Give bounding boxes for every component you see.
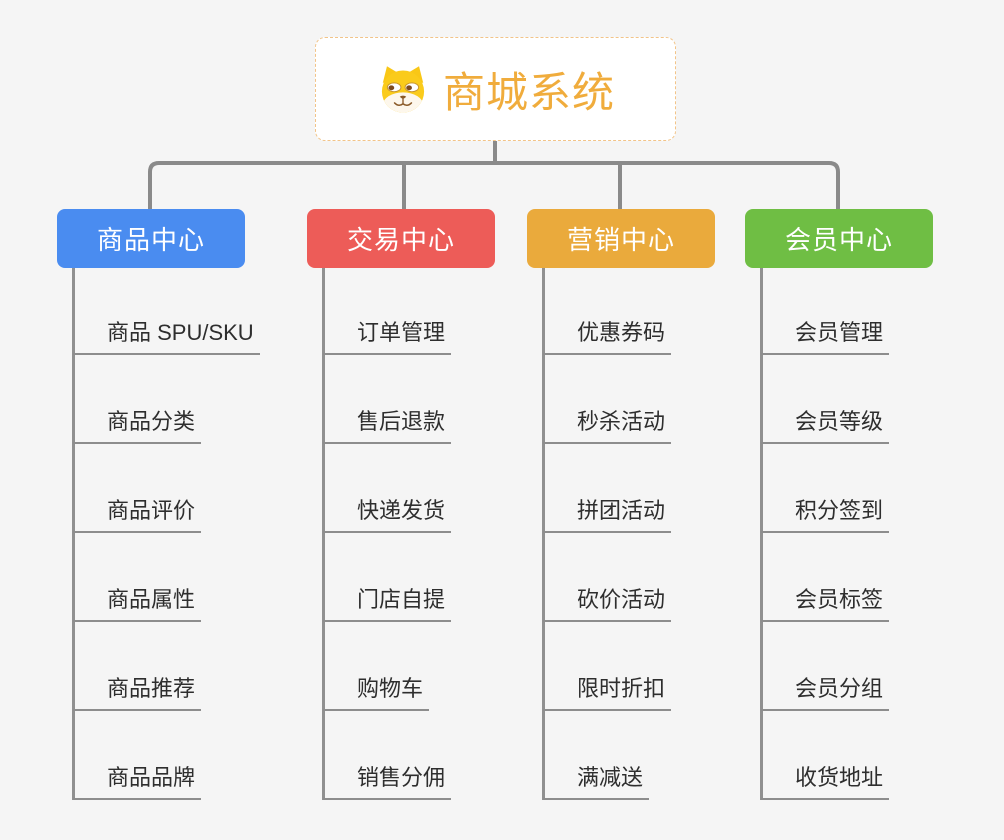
mindmap-item[interactable]: 砍价活动	[543, 533, 672, 622]
branch-spine-line	[542, 268, 545, 800]
mindmap-item[interactable]: 秒杀活动	[543, 355, 672, 444]
branch-items-marketing-center: 优惠券码秒杀活动拼团活动砍价活动限时折扣满减送	[543, 266, 672, 800]
mindmap-item[interactable]: 销售分佣	[323, 711, 452, 800]
mindmap-item[interactable]: 商品属性	[73, 533, 202, 622]
mindmap-item[interactable]: 优惠券码	[543, 266, 672, 355]
mindmap-item[interactable]: 商品分类	[73, 355, 202, 444]
mindmap-item[interactable]: 商品评价	[73, 444, 202, 533]
branch-spine-line	[72, 268, 75, 800]
mindmap-item[interactable]: 会员等级	[761, 355, 890, 444]
branch-marketing-center: 营销中心优惠券码秒杀活动拼团活动砍价活动限时折扣满减送	[527, 209, 715, 800]
branch-trade-center: 交易中心订单管理售后退款快递发货门店自提购物车销售分佣	[307, 209, 495, 800]
branch-member-center: 会员中心会员管理会员等级积分签到会员标签会员分组收货地址	[745, 209, 933, 800]
branch-box-marketing-center[interactable]: 营销中心	[527, 209, 715, 268]
mindmap-item[interactable]: 会员标签	[761, 533, 890, 622]
mindmap-item[interactable]: 售后退款	[323, 355, 452, 444]
branch-spine-line	[760, 268, 763, 800]
branch-box-trade-center[interactable]: 交易中心	[307, 209, 495, 268]
dog-face-icon	[376, 63, 430, 115]
branch-rail-line	[148, 161, 840, 209]
root-title: 商城系统	[442, 68, 615, 116]
branch-spine-line	[322, 268, 325, 800]
mindmap-item[interactable]: 商品品牌	[73, 711, 202, 800]
mindmap-item[interactable]: 收货地址	[761, 711, 890, 800]
mindmap-item[interactable]: 购物车	[323, 622, 430, 711]
mindmap-item[interactable]: 商品推荐	[73, 622, 202, 711]
mindmap-item[interactable]: 积分签到	[761, 444, 890, 533]
mindmap-item[interactable]: 满减送	[543, 711, 650, 800]
mindmap-item[interactable]: 快递发货	[323, 444, 452, 533]
branch-items-member-center: 会员管理会员等级积分签到会员标签会员分组收货地址	[761, 266, 890, 800]
mindmap-item[interactable]: 拼团活动	[543, 444, 672, 533]
mindmap-item[interactable]: 会员管理	[761, 266, 890, 355]
root-node[interactable]: 商城系统	[315, 37, 676, 141]
mindmap-item[interactable]: 商品 SPU/SKU	[73, 266, 260, 355]
branch-box-member-center[interactable]: 会员中心	[745, 209, 933, 268]
mindmap-item[interactable]: 门店自提	[323, 533, 452, 622]
mindmap-item[interactable]: 限时折扣	[543, 622, 672, 711]
branch-box-product-center[interactable]: 商品中心	[57, 209, 245, 268]
mindmap-item[interactable]: 会员分组	[761, 622, 890, 711]
branch-items-trade-center: 订单管理售后退款快递发货门店自提购物车销售分佣	[323, 266, 452, 800]
mindmap-item[interactable]: 订单管理	[323, 266, 452, 355]
